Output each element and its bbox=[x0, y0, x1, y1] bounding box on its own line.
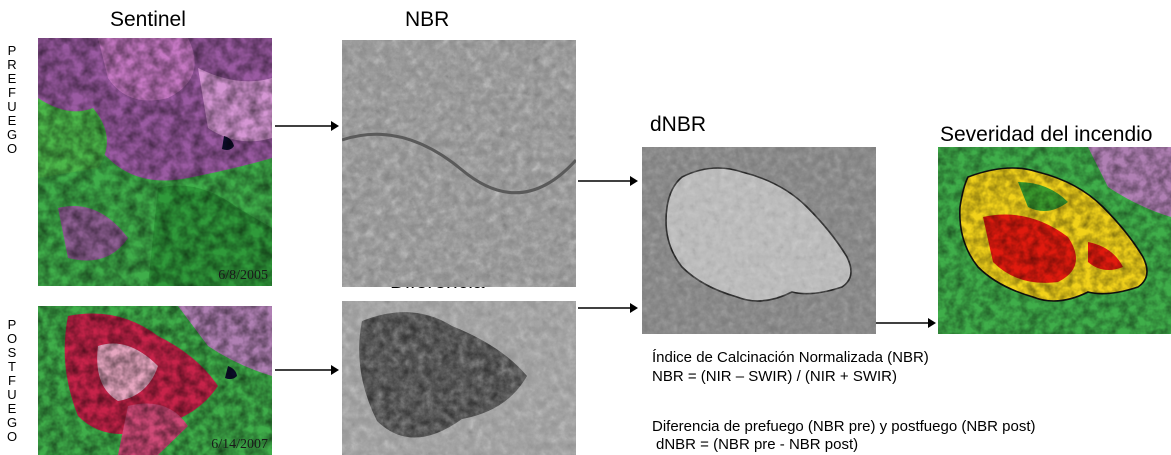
postfuego-letter: F bbox=[8, 373, 16, 388]
postfuego-letter: T bbox=[8, 359, 16, 374]
postfuego-letter: O bbox=[6, 429, 18, 444]
postfuego-label: P O S T F U E G O bbox=[4, 318, 20, 444]
arrow-icon bbox=[876, 318, 936, 328]
nbr-image bbox=[342, 40, 576, 287]
arrow-icon bbox=[275, 365, 339, 375]
prefuego-letter: G bbox=[6, 127, 18, 142]
prefuego-letter: F bbox=[8, 85, 16, 100]
post-date: 6/14/2007 bbox=[211, 437, 268, 452]
prefuego-letter: E bbox=[7, 113, 17, 128]
nbr-formula: NBR = (NIR – SWIR) / (NIR + SWIR) bbox=[652, 368, 898, 385]
prefuego-label: P R E F U E G O bbox=[4, 44, 20, 156]
postfuego-letter: E bbox=[7, 401, 17, 416]
severidad-image bbox=[938, 147, 1171, 334]
prefuego-letter: R bbox=[7, 57, 17, 72]
nbr-title: NBR bbox=[405, 8, 450, 31]
dnbr-formula: dNBR = (NBR pre - NBR post) bbox=[656, 436, 859, 453]
arrow-icon bbox=[578, 176, 638, 186]
postfuego-letter: P bbox=[7, 317, 17, 332]
prefuego-letter: E bbox=[7, 71, 17, 86]
prefuego-letter: P bbox=[7, 43, 17, 58]
sentinel-title: Sentinel bbox=[110, 8, 186, 31]
postfuego-letter: G bbox=[6, 415, 18, 430]
dnbr-image bbox=[642, 147, 876, 334]
prefuego-letter: U bbox=[7, 99, 17, 114]
arrow-icon bbox=[578, 303, 638, 313]
pre-date: 6/8/2005 bbox=[218, 268, 268, 283]
arrow-icon bbox=[275, 121, 339, 131]
postfuego-letter: O bbox=[6, 331, 18, 346]
severidad-title: Severidad del incendio bbox=[940, 123, 1153, 146]
prefuego-letter: O bbox=[6, 141, 18, 156]
dnbr-title: dNBR bbox=[650, 113, 707, 136]
nbr-definition: Índice de Calcinación Normalizada (NBR) bbox=[652, 349, 929, 366]
sentinel-prefuego-image: 6/8/2005 bbox=[38, 38, 272, 286]
dnbr-definition: Diferencia de prefuego (NBR pre) y postf… bbox=[652, 418, 1036, 435]
diferencia-image bbox=[342, 301, 576, 455]
postfuego-letter: U bbox=[7, 387, 17, 402]
sentinel-postfuego-image: 6/14/2007 bbox=[38, 306, 272, 455]
postfuego-letter: S bbox=[7, 345, 17, 360]
